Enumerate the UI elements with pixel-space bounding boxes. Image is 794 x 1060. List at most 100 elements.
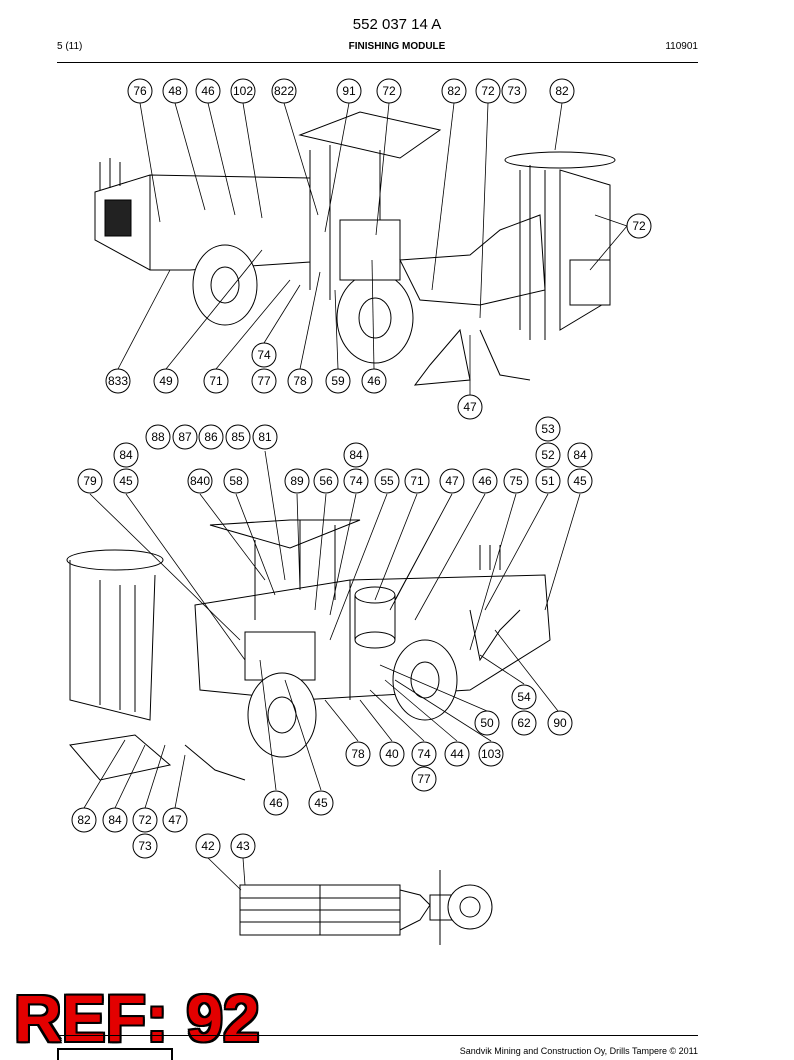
- callout-number: 45: [119, 474, 133, 488]
- callout-number: 74: [257, 348, 271, 362]
- callout-number: 81: [258, 430, 272, 444]
- callout-number: 62: [517, 716, 531, 730]
- callout-number: 55: [380, 474, 394, 488]
- page-number: 5 (11): [57, 41, 83, 52]
- module-title: FINISHING MODULE: [348, 41, 446, 52]
- leaders-view-middle: [83, 450, 581, 809]
- doc-date: 110901: [665, 41, 698, 52]
- callout: 87: [172, 424, 198, 450]
- callout: 71: [203, 368, 229, 394]
- callout-number: 840: [190, 474, 210, 488]
- callout-number: 72: [481, 84, 495, 98]
- callout-number: 46: [201, 84, 215, 98]
- callout-number: 822: [274, 84, 294, 98]
- callout-number: 82: [555, 84, 569, 98]
- callout-number: 833: [108, 374, 128, 388]
- callout-number: 71: [209, 374, 223, 388]
- machine-view-middle: [66, 519, 551, 781]
- callout-number: 88: [151, 430, 165, 444]
- callout: 42: [195, 833, 221, 859]
- callout-number: 73: [138, 839, 152, 853]
- leaders-view-top: [117, 102, 628, 395]
- header-rule: [57, 62, 698, 63]
- callout: 71: [404, 468, 430, 494]
- callout-number: 48: [168, 84, 182, 98]
- callout: 88: [145, 424, 171, 450]
- callout-number: 84: [573, 448, 587, 462]
- callout-number: 73: [507, 84, 521, 98]
- callout: 62: [511, 710, 537, 736]
- callout: 103: [478, 741, 504, 767]
- callout: 84: [343, 442, 369, 468]
- ref-stamp: REF: 92: [14, 981, 260, 1055]
- callout-number: 71: [410, 474, 424, 488]
- callout: 73: [132, 833, 158, 859]
- callout-number: 102: [233, 84, 253, 98]
- callout: 82: [71, 807, 97, 833]
- callout: 77: [411, 766, 437, 792]
- callout-number: 76: [133, 84, 147, 98]
- callout-number: 84: [119, 448, 133, 462]
- callout: 45: [567, 468, 593, 494]
- callout-number: 82: [447, 84, 461, 98]
- callout: 85: [225, 424, 251, 450]
- callout-number: 46: [367, 374, 381, 388]
- callout: 822: [271, 78, 297, 104]
- callout-number: 45: [573, 474, 587, 488]
- callout: 46: [472, 468, 498, 494]
- callout-number: 82: [77, 813, 91, 827]
- callout-number: 49: [159, 374, 173, 388]
- callout-number: 72: [382, 84, 396, 98]
- callout: 46: [195, 78, 221, 104]
- callout: 102: [230, 78, 256, 104]
- callout: 74: [251, 342, 277, 368]
- callout: 52: [535, 442, 561, 468]
- callout-number: 78: [351, 747, 365, 761]
- callout-number: 51: [541, 474, 555, 488]
- callout-number: 43: [236, 839, 250, 853]
- callout: 40: [379, 741, 405, 767]
- callout-number: 42: [201, 839, 215, 853]
- callout-number: 84: [108, 813, 122, 827]
- callout-number: 87: [178, 430, 192, 444]
- doc-number: 552 037 14 A: [352, 16, 442, 33]
- callout: 74: [411, 741, 437, 767]
- callout-number: 59: [331, 374, 345, 388]
- callout-number: 77: [417, 772, 431, 786]
- callout: 48: [162, 78, 188, 104]
- footer-copyright: Sandvik Mining and Construction Oy, Dril…: [459, 1046, 698, 1056]
- callout-number: 89: [290, 474, 304, 488]
- callout-number: 47: [445, 474, 459, 488]
- callout-number: 86: [204, 430, 218, 444]
- callout: 53: [535, 416, 561, 442]
- footer-rule: [57, 1035, 698, 1036]
- callout: 47: [439, 468, 465, 494]
- callout-number: 91: [342, 84, 356, 98]
- callout-number: 47: [168, 813, 182, 827]
- callout-number: 54: [517, 690, 531, 704]
- callout-number: 52: [541, 448, 555, 462]
- callout-number: 47: [463, 400, 477, 414]
- callout: 46: [263, 790, 289, 816]
- callout-number: 74: [349, 474, 363, 488]
- callouts-view-top: 76 48 46 102 822 91 72 82 72 73 82 72 74…: [105, 78, 652, 420]
- callout-number: 46: [269, 796, 283, 810]
- callout: 54: [511, 684, 537, 710]
- callout-number: 85: [231, 430, 245, 444]
- callout: 77: [251, 368, 277, 394]
- callout: 44: [444, 741, 470, 767]
- callout-number: 40: [385, 747, 399, 761]
- callout-number: 56: [319, 474, 333, 488]
- callout: 73: [501, 78, 527, 104]
- callout: 82: [549, 78, 575, 104]
- callout: 833: [105, 368, 131, 394]
- callout: 76: [127, 78, 153, 104]
- callout: 56: [313, 468, 339, 494]
- brand-logo-box: [57, 1048, 173, 1060]
- callout: 89: [284, 468, 310, 494]
- callout: 90: [547, 710, 573, 736]
- callout: 72: [132, 807, 158, 833]
- callout: 58: [223, 468, 249, 494]
- callout: 46: [361, 368, 387, 394]
